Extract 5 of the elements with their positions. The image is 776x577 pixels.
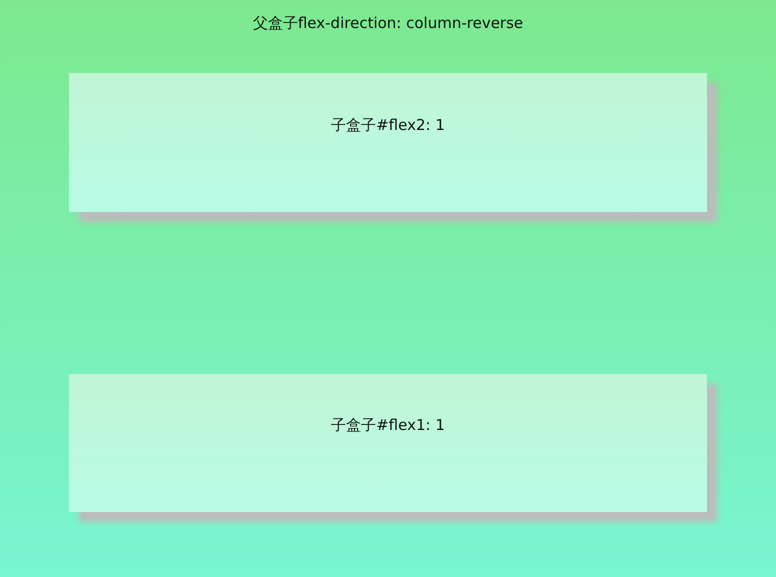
box-label: 子盒子#flex2: 1 [331,116,445,134]
heading: 父盒子flex-direction: column-reverse [252,14,524,32]
item-box [69,374,707,512]
box-label: 子盒子#flex1: 1 [331,416,445,434]
item-box [69,73,707,212]
